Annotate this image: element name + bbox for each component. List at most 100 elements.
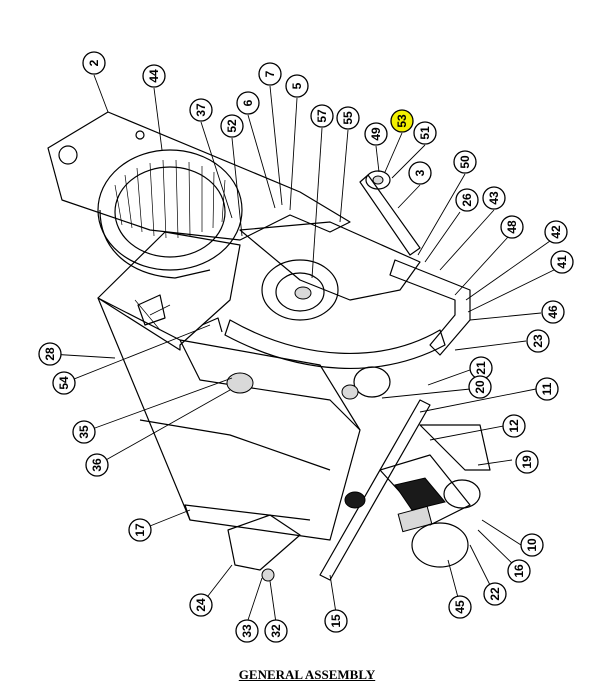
callout-label: 11 <box>540 382 554 395</box>
fan-wheel <box>411 522 469 568</box>
callout-51: 51 <box>413 121 437 145</box>
callout-label: 16 <box>512 564 526 578</box>
curved-shroud <box>224 319 446 369</box>
motor-core <box>394 477 446 511</box>
callout-label: 24 <box>194 598 208 612</box>
callout-17: 17 <box>128 518 152 542</box>
callout-41: 41 <box>550 250 574 274</box>
callout-label: 41 <box>555 255 569 269</box>
callout-53-highlighted: 53 <box>390 109 414 133</box>
callout-label: 35 <box>77 425 91 439</box>
callout-16: 16 <box>507 559 531 583</box>
callout-label: 10 <box>525 538 539 552</box>
callout-label: 33 <box>240 624 254 638</box>
control-knob <box>226 372 254 394</box>
callout-label: 5 <box>290 82 304 89</box>
callout-label: 7 <box>263 70 277 77</box>
blower-fins <box>114 159 226 239</box>
callout-24: 24 <box>189 593 213 617</box>
callout-label: 44 <box>147 69 161 83</box>
bracket-arm <box>359 174 421 256</box>
callout-20: 20 <box>468 375 492 399</box>
callout-label: 43 <box>487 191 501 205</box>
callout-49: 49 <box>364 122 388 146</box>
callout-label: 19 <box>520 455 534 469</box>
callout-26: 26 <box>455 188 479 212</box>
callout-label: 53 <box>395 114 409 128</box>
callout-bubbles: 2 44 37 52 6 7 5 57 55 49 53 51 3 50 26 … <box>38 51 574 643</box>
side-bracket <box>389 259 471 356</box>
callout-label: 28 <box>43 347 57 361</box>
callout-label: 15 <box>329 614 343 628</box>
callout-label: 3 <box>413 169 427 176</box>
callout-12: 12 <box>502 414 526 438</box>
callout-10: 10 <box>520 533 544 557</box>
callout-3: 3 <box>408 161 432 185</box>
callout-label: 54 <box>57 376 71 390</box>
callout-7: 7 <box>258 62 282 86</box>
mounting-plate <box>47 111 351 241</box>
callout-22: 22 <box>483 582 507 606</box>
motor-end-cap <box>443 479 481 509</box>
callout-45: 45 <box>448 595 472 619</box>
callout-label: 55 <box>341 111 355 125</box>
callout-28: 28 <box>38 342 62 366</box>
callout-21: 21 <box>469 356 493 380</box>
callout-label: 2 <box>87 59 101 66</box>
callout-label: 23 <box>531 334 545 348</box>
leader-lines <box>49 74 559 624</box>
callout-label: 52 <box>225 119 239 133</box>
fastener-32 <box>261 568 275 582</box>
arm-hub <box>365 170 391 190</box>
callout-label: 21 <box>474 361 488 375</box>
callout-36: 36 <box>85 453 109 477</box>
callout-52: 52 <box>220 114 244 138</box>
callout-label: 26 <box>460 193 474 207</box>
machine-linework <box>47 111 491 582</box>
callout-label: 22 <box>488 587 502 601</box>
callout-37: 37 <box>189 98 213 122</box>
callout-6: 6 <box>236 91 260 115</box>
callout-11: 11 <box>535 377 559 401</box>
callout-label: 50 <box>458 155 472 169</box>
inlet-ring <box>261 259 339 321</box>
plate-hole <box>135 130 145 140</box>
callout-32: 32 <box>264 619 288 643</box>
callout-2: 2 <box>82 51 106 75</box>
callout-50: 50 <box>453 150 477 174</box>
round-gauge <box>353 366 391 398</box>
callout-label: 46 <box>546 305 560 319</box>
callout-42: 42 <box>544 220 568 244</box>
callout-46: 46 <box>541 300 565 324</box>
inner-frame <box>239 221 421 301</box>
callout-label: 42 <box>549 225 563 239</box>
callout-label: 48 <box>505 220 519 234</box>
support-rail <box>319 399 431 581</box>
callout-label: 32 <box>269 624 283 638</box>
callout-55: 55 <box>336 106 360 130</box>
plate-hole-left <box>58 145 78 165</box>
callout-label: 51 <box>418 126 432 140</box>
callout-5: 5 <box>285 74 309 98</box>
callout-35: 35 <box>72 420 96 444</box>
callout-label: 20 <box>473 380 487 394</box>
callout-label: 12 <box>507 419 521 433</box>
callout-19: 19 <box>515 450 539 474</box>
callout-label: 45 <box>453 600 467 614</box>
callout-label: 37 <box>194 103 208 117</box>
bottom-bracket <box>227 514 301 571</box>
main-housing <box>97 231 241 351</box>
callout-label: 49 <box>369 127 383 141</box>
callout-label: 57 <box>315 109 329 123</box>
callout-57: 57 <box>310 104 334 128</box>
diagram-caption: GENERAL ASSEMBLY <box>238 667 376 682</box>
callout-23: 23 <box>526 329 550 353</box>
callout-44: 44 <box>142 64 166 88</box>
callout-33: 33 <box>235 619 259 643</box>
callout-label: 17 <box>133 523 147 537</box>
callout-48: 48 <box>500 215 524 239</box>
callout-label: 6 <box>241 99 255 106</box>
blower-wheel <box>97 149 243 271</box>
